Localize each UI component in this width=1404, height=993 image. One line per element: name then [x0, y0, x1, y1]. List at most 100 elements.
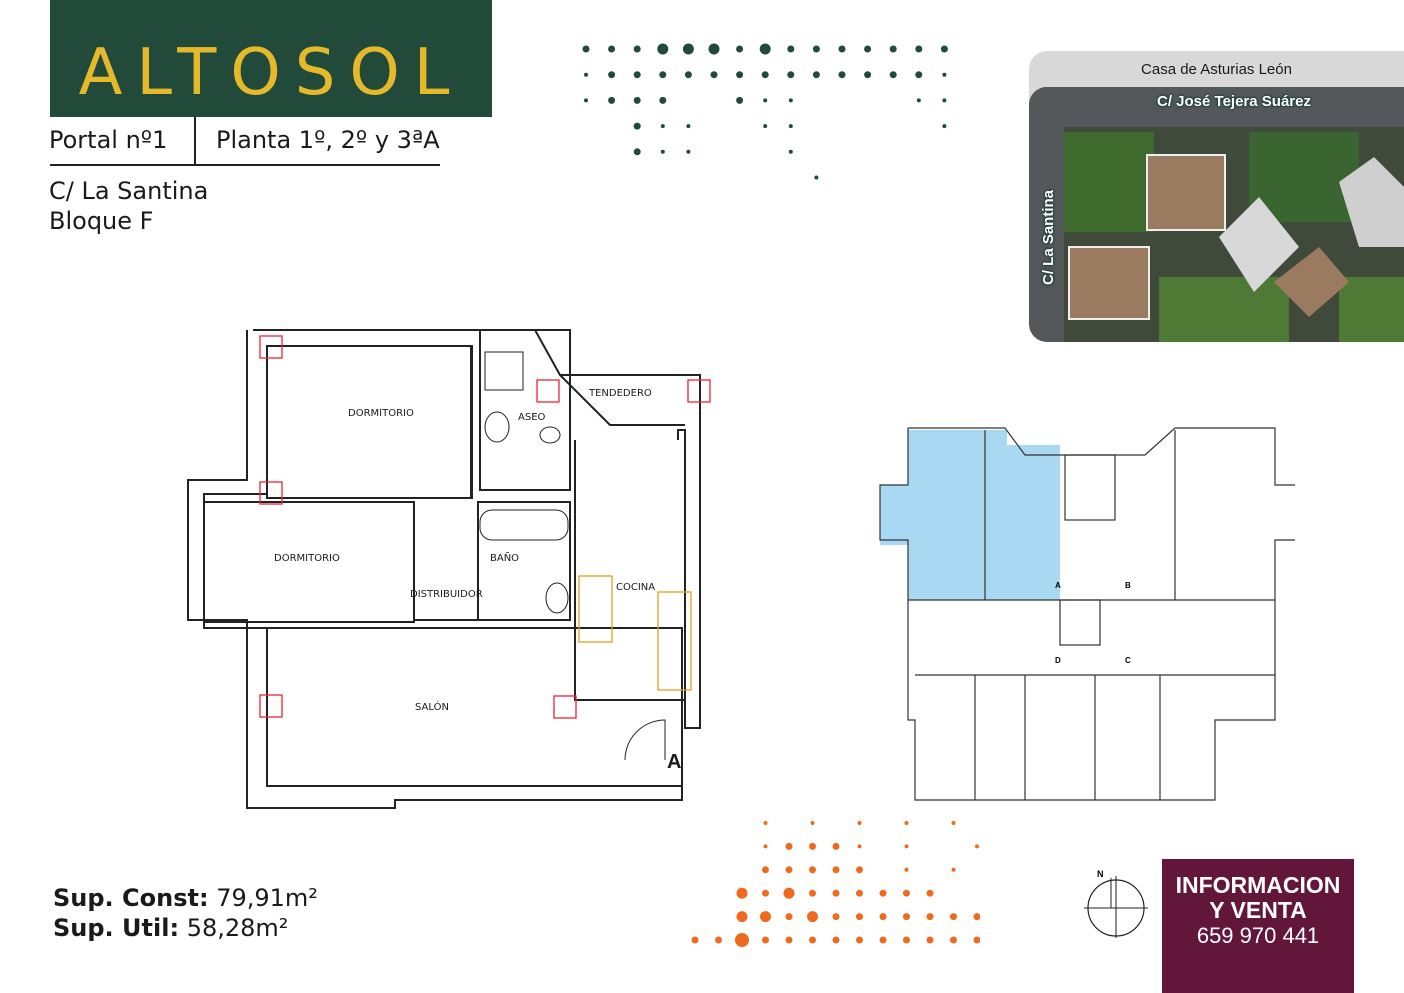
- dot: [903, 889, 910, 897]
- dot: [838, 71, 846, 79]
- dot: [659, 71, 667, 79]
- dot: [950, 936, 957, 944]
- dot: [916, 98, 921, 103]
- sup-const-label: Sup. Const:: [53, 884, 209, 912]
- dot: [735, 933, 749, 947]
- dot: [857, 821, 862, 825]
- dot: [904, 821, 909, 825]
- dot: [856, 936, 863, 944]
- dot: [684, 71, 692, 79]
- dot: [832, 866, 840, 874]
- dot: [810, 821, 815, 825]
- dot: [975, 844, 979, 849]
- dot: [879, 936, 887, 944]
- room-label: BAÑO: [490, 553, 520, 564]
- dot: [809, 936, 816, 944]
- aerial-title: Casa de Asturias León: [1141, 61, 1292, 78]
- street-left-label: C/ La Santina: [1040, 189, 1058, 286]
- dot: [582, 45, 590, 53]
- dot: [915, 45, 923, 53]
- dot: [832, 889, 840, 897]
- dot: [763, 821, 768, 825]
- divider: [50, 164, 440, 166]
- dot: [736, 887, 748, 899]
- dot: [973, 913, 980, 921]
- dot: [633, 45, 641, 53]
- north-compass-icon: N: [1084, 869, 1148, 938]
- dot: [608, 45, 616, 53]
- dot: [763, 124, 768, 129]
- room-label: ASEO: [518, 412, 546, 423]
- sup-const-value: 79,91m²: [216, 884, 318, 912]
- dot: [832, 936, 840, 944]
- dot: [788, 124, 793, 129]
- dot: [942, 72, 947, 77]
- dot: [973, 936, 980, 944]
- aerial-map: Casa de Asturias León C/ José Tejera Suá…: [1029, 51, 1404, 342]
- entrance-label: A: [667, 751, 682, 773]
- room-label: TENDEDERO: [589, 388, 652, 399]
- dot: [832, 842, 840, 850]
- dot: [708, 43, 720, 55]
- dot: [584, 98, 588, 103]
- altosol-logo: ALTOSOL: [50, 0, 492, 117]
- dot: [633, 148, 641, 156]
- dot: [903, 913, 910, 921]
- dot: [633, 122, 641, 130]
- dot: [950, 913, 957, 921]
- dot: [940, 45, 948, 53]
- phone-number[interactable]: 659 970 441: [1196, 923, 1320, 948]
- dot: [788, 98, 793, 103]
- divider: [194, 117, 196, 164]
- dot: [785, 866, 793, 874]
- dot: [608, 96, 616, 104]
- dot: [951, 821, 956, 825]
- north-label: N: [1097, 869, 1104, 879]
- dot: [785, 913, 793, 921]
- dot: [657, 43, 669, 55]
- unit-label: A: [1055, 581, 1061, 590]
- dot: [809, 866, 816, 874]
- dot: [736, 911, 748, 923]
- dot: [787, 71, 795, 79]
- dot: [608, 71, 616, 79]
- aerial-photo: C/ José Tejera Suárez C/ La Santina: [1029, 87, 1404, 342]
- room-label: DISTRIBUIDOR: [410, 589, 483, 600]
- sup-util-label: Sup. Util:: [53, 914, 180, 942]
- dot: [785, 936, 793, 944]
- dot: [926, 936, 934, 944]
- dot: [856, 889, 863, 897]
- dot: [889, 71, 897, 79]
- dot: [762, 866, 769, 874]
- dot: [903, 936, 910, 944]
- green-dot-pattern: [582, 43, 948, 180]
- sup-util-value: 58,28m²: [186, 914, 289, 942]
- dot: [736, 96, 744, 104]
- dot: [904, 867, 909, 872]
- block-label: Bloque F: [49, 207, 154, 235]
- dot: [864, 71, 872, 79]
- dot: [584, 72, 588, 77]
- dot: [691, 936, 699, 944]
- dot: [763, 98, 768, 103]
- dot: [761, 71, 769, 79]
- sup-util: Sup. Util: 58,28m²: [53, 914, 288, 942]
- dot: [879, 889, 887, 897]
- dot: [926, 889, 934, 897]
- dot: [904, 844, 909, 849]
- room-label: COCINA: [616, 582, 656, 593]
- dot: [659, 96, 667, 104]
- dot: [660, 149, 665, 154]
- logo-text: ALTOSOL: [78, 35, 464, 110]
- dot: [633, 71, 641, 79]
- dot: [633, 96, 641, 104]
- dot: [682, 43, 694, 55]
- dot: [814, 175, 819, 180]
- dot: [856, 913, 863, 921]
- dot: [857, 844, 862, 849]
- street-label: C/ La Santina: [49, 177, 209, 205]
- dot: [710, 71, 718, 79]
- key-plan: A B C D: [879, 427, 1295, 801]
- dot: [942, 124, 947, 129]
- sup-const: Sup. Const: 79,91m²: [53, 884, 318, 912]
